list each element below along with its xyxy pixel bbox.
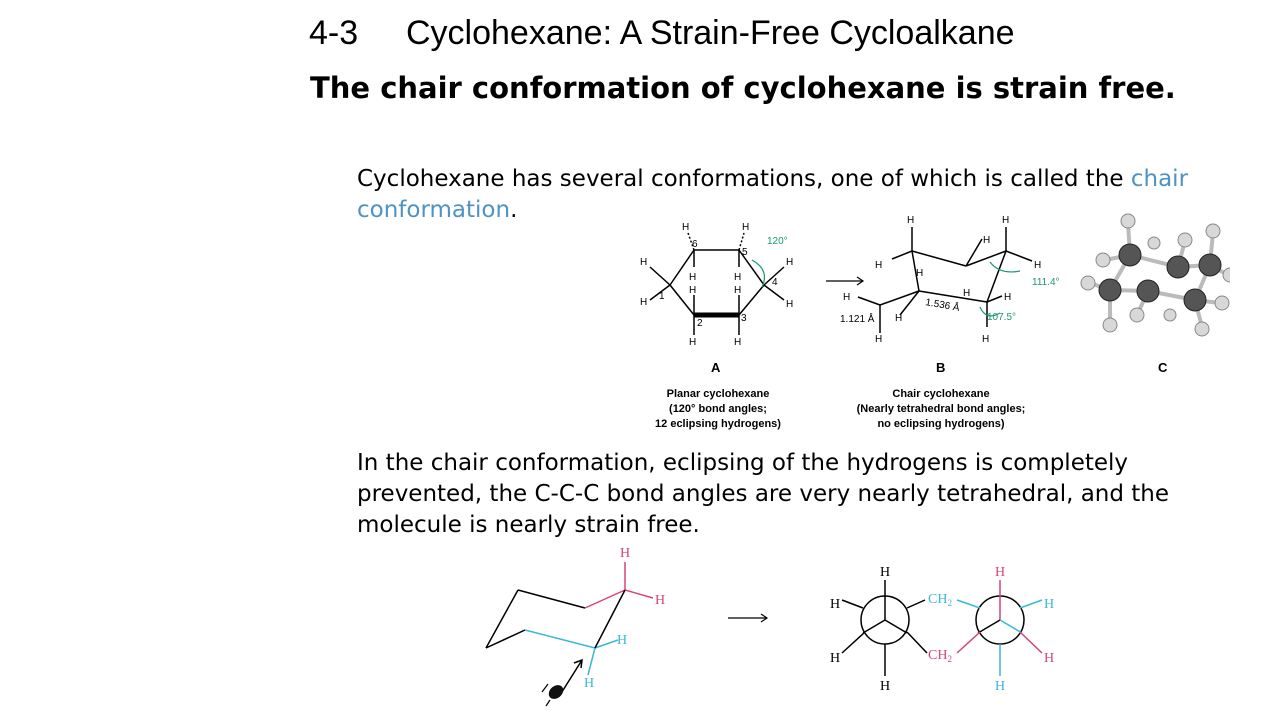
intro-text: Cyclohexane has several conformations, o…: [357, 166, 1131, 192]
svg-text:CH2: CH2: [928, 592, 952, 608]
newman-projection-figure: H H H H H H H H H H H H CH2 CH2: [485, 546, 1054, 707]
svg-text:H: H: [895, 313, 902, 324]
svg-text:H: H: [880, 565, 890, 580]
planar-angle-label: 120°: [767, 236, 788, 247]
svg-text:1: 1: [659, 291, 665, 302]
label-a: A: [711, 360, 721, 375]
chair-description-paragraph: In the chair conformation, eclipsing of …: [357, 450, 1170, 538]
chair-h-labels: H H H H H H H H H H H H: [843, 215, 1041, 345]
svg-text:H: H: [880, 679, 890, 694]
caption-b-line2: no eclipsing hydrogens): [877, 418, 1004, 430]
newman-right: [956, 580, 1043, 676]
chair-h-bottom: H: [584, 676, 594, 691]
svg-text:2: 2: [697, 318, 703, 329]
svg-text:H: H: [640, 257, 647, 268]
svg-text:5: 5: [742, 247, 748, 258]
newman-left: [841, 580, 928, 676]
svg-text:H: H: [786, 257, 793, 268]
svg-text:H: H: [689, 272, 696, 283]
planar-atom-numbers: 1 2 3 4 5 6: [659, 239, 778, 329]
chair-cyclohexane-structure: [857, 227, 1033, 333]
chair-h-eq: H: [617, 633, 627, 648]
planar-cyclohexane-structure: [649, 232, 785, 335]
chair-view-structure: [485, 562, 654, 696]
svg-text:H: H: [786, 299, 793, 310]
svg-text:H: H: [995, 679, 1005, 694]
svg-text:6: 6: [692, 239, 698, 250]
ball-and-stick-model: [1080, 213, 1230, 337]
svg-text:H: H: [875, 260, 882, 271]
svg-text:H: H: [734, 337, 741, 348]
svg-text:H: H: [916, 268, 923, 279]
svg-text:H: H: [734, 272, 741, 283]
svg-text:H: H: [963, 288, 970, 299]
intro-paragraph: Cyclohexane has several conformations, o…: [357, 164, 1262, 226]
label-b: B: [936, 360, 945, 375]
svg-text:H: H: [742, 222, 749, 233]
svg-text:H: H: [875, 334, 882, 345]
caption-b-line1: (Nearly tetrahedral bond angles;: [857, 403, 1026, 415]
angle-111-label: 111.4°: [1032, 277, 1060, 288]
svg-text:H: H: [1034, 260, 1041, 271]
svg-text:H: H: [843, 292, 850, 303]
angle-107-label: 107.5°: [987, 312, 1016, 323]
svg-text:H: H: [1044, 597, 1054, 612]
cyclohexane-conformations-figure: H H H H H H H H H H H H 1 2 3 4 5 6 120°: [640, 213, 1230, 430]
caption-b-title: Chair cyclohexane: [892, 388, 989, 400]
projection-arrow: [728, 613, 769, 623]
ch-bond-length-label: 1.121 Å: [840, 312, 875, 325]
svg-text:4: 4: [772, 277, 778, 288]
svg-text:H: H: [1004, 292, 1011, 303]
newman-labels: H H H H H H H H CH2 CH2: [830, 565, 1054, 694]
svg-text:H: H: [830, 651, 840, 666]
svg-text:H: H: [983, 235, 990, 246]
planar-h-labels: H H H H H H H H H H H H: [640, 222, 793, 348]
svg-text:H: H: [682, 222, 689, 233]
svg-text:H: H: [995, 565, 1005, 580]
chair-conformation-term: chair conformation: [357, 166, 1189, 223]
svg-text:H: H: [689, 285, 696, 296]
svg-text:H: H: [1044, 651, 1054, 666]
section-number: 4-3: [309, 14, 359, 52]
svg-text:CH2: CH2: [928, 648, 952, 664]
svg-text:H: H: [689, 337, 696, 348]
svg-text:H: H: [830, 597, 840, 612]
svg-text:H: H: [1002, 215, 1009, 226]
chair-h-right: H: [655, 593, 665, 608]
reaction-arrow: [826, 276, 865, 286]
eye-icon: [541, 683, 564, 707]
svg-text:H: H: [734, 285, 741, 296]
slide-subtitle: The chair conformation of cyclohexane is…: [310, 71, 1176, 105]
slide-title: Cyclohexane: A Strain-Free Cycloalkane: [406, 14, 1015, 52]
caption-a-line1: (120° bond angles;: [669, 403, 767, 415]
intro-period: .: [510, 197, 518, 223]
svg-text:3: 3: [741, 313, 747, 324]
svg-text:H: H: [907, 215, 914, 226]
cc-bond-length-label: 1.536 Å: [924, 295, 961, 314]
caption-a-line2: 12 eclipsing hydrogens): [655, 418, 781, 430]
svg-text:H: H: [640, 297, 647, 308]
svg-text:H: H: [982, 334, 989, 345]
label-c: C: [1158, 360, 1168, 375]
chair-h-top: H: [620, 546, 630, 561]
caption-a-title: Planar cyclohexane: [667, 388, 770, 400]
